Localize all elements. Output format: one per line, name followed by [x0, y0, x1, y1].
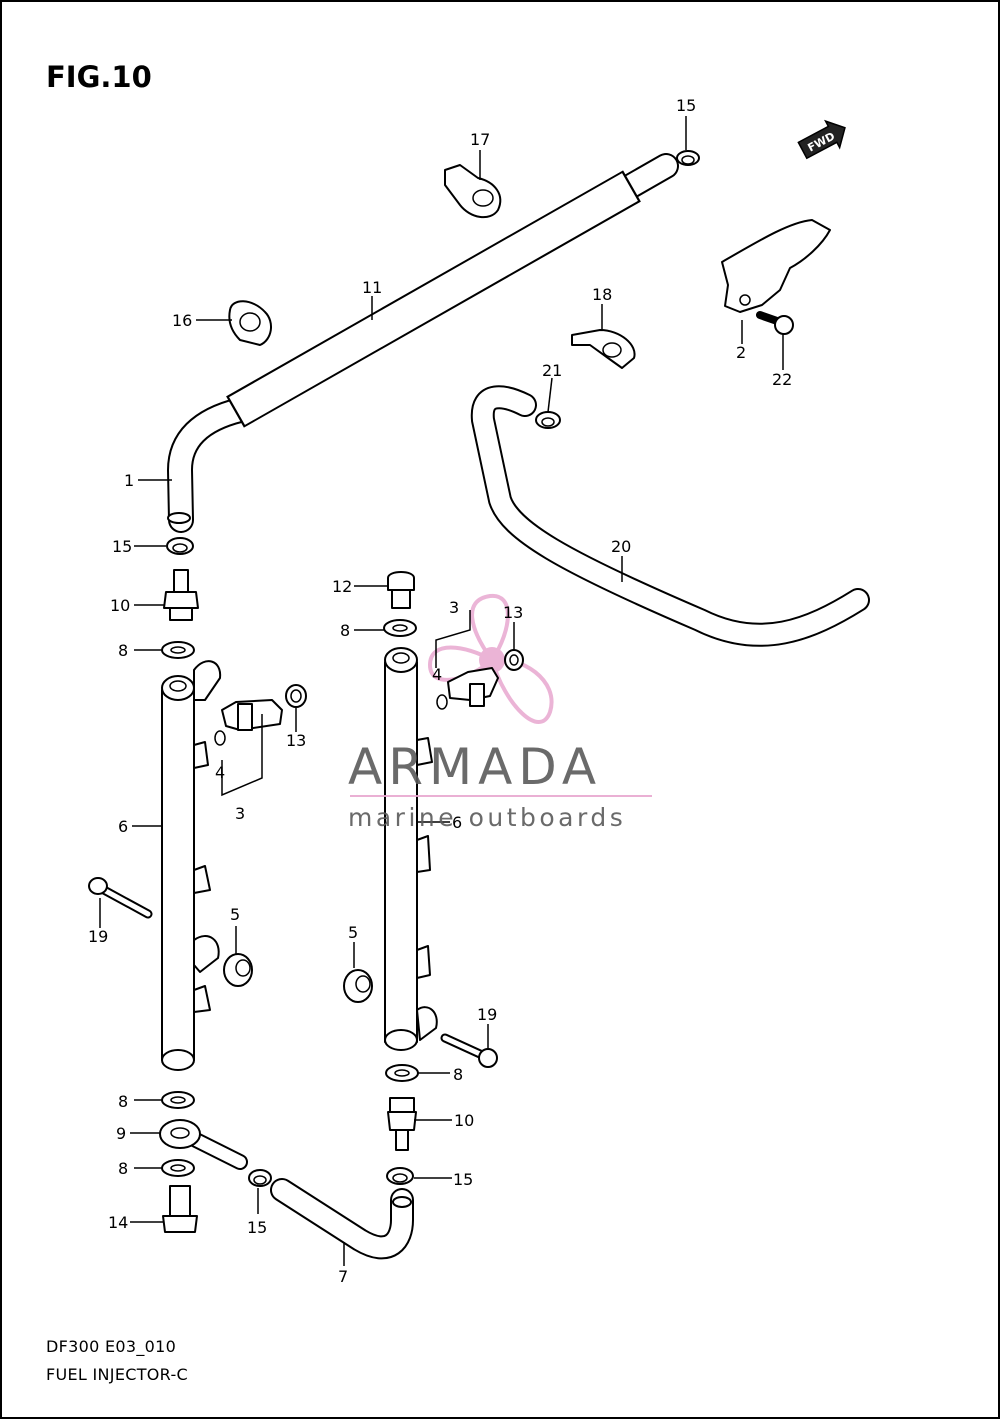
callout: 3 [449, 598, 459, 617]
callout: 7 [338, 1267, 348, 1286]
callout: 10 [110, 596, 130, 615]
bolt-19-left [88, 877, 153, 919]
callout: 5 [348, 923, 358, 942]
washer [161, 641, 195, 659]
washer [161, 1091, 195, 1109]
spacer-left [223, 953, 253, 987]
callout: 1 [124, 471, 134, 490]
injector-seal-left [285, 684, 307, 708]
callout: 8 [118, 1092, 128, 1111]
callout: 4 [215, 763, 225, 782]
fitting-top-left [163, 569, 199, 621]
callout: 8 [340, 621, 350, 640]
fuel-hose-right [470, 385, 870, 647]
leader-lines [99, 116, 784, 1266]
callout: 16 [172, 311, 192, 330]
callout: 8 [453, 1065, 463, 1084]
callout: 15 [453, 1170, 473, 1189]
hose-clamp-top-right [676, 150, 700, 166]
figure-title: FIG.10 [46, 60, 152, 94]
hose-clamp-21 [535, 411, 561, 429]
clamp-18 [571, 329, 636, 369]
banjo-fitting [159, 1119, 248, 1170]
washer [383, 619, 417, 637]
watermark: ARMADA marine outboards [348, 738, 652, 832]
callout: 11 [362, 278, 382, 297]
fuel-hose-upper [166, 153, 679, 533]
callout: 3 [235, 804, 245, 823]
bolt-19-right [440, 1033, 498, 1068]
callout: 19 [477, 1005, 497, 1024]
union-bolt-14 [162, 1185, 198, 1233]
washer [161, 1159, 195, 1177]
section-name: FUEL INJECTOR-C [46, 1365, 188, 1384]
callout: 13 [286, 731, 306, 750]
callout: 17 [470, 130, 490, 149]
callout: 12 [332, 577, 352, 596]
forward-direction-badge: FWD [797, 119, 846, 160]
hose-clamp-bottom-left [248, 1169, 272, 1187]
union-bolt-12 [387, 571, 415, 609]
callout: 20 [611, 537, 631, 556]
callout: 2 [736, 343, 746, 362]
spacer-right [343, 969, 373, 1003]
callout: 6 [118, 817, 128, 836]
callout: 18 [592, 285, 612, 304]
watermark-tagline: marine outboards [348, 803, 626, 832]
fuel-rail-left [161, 660, 222, 1071]
callout: 10 [454, 1111, 474, 1130]
callout: 8 [118, 1159, 128, 1178]
callout: 15 [112, 537, 132, 556]
callout: 15 [247, 1218, 267, 1237]
callout: 15 [676, 96, 696, 115]
callout: 5 [230, 905, 240, 924]
clamp-16 [228, 300, 272, 346]
hose-clamp-bottom-right [386, 1167, 414, 1185]
callout: 4 [432, 665, 442, 684]
bolt-22 [756, 311, 794, 335]
callout: 13 [503, 603, 523, 622]
hose-bracket [721, 219, 831, 313]
callout-labels: 15 17 11 16 18 2 22 21 1 20 15 10 12 8 8… [88, 96, 792, 1286]
callout: 6 [452, 813, 462, 832]
callout: 8 [118, 641, 128, 660]
callout: 9 [116, 1124, 126, 1143]
callout: 14 [108, 1213, 128, 1232]
fitting-bottom-right [387, 1097, 417, 1151]
washer [385, 1064, 419, 1082]
injector-seal-right [504, 649, 524, 671]
watermark-brand: ARMADA [348, 738, 602, 796]
hose-clamp-left [166, 537, 194, 555]
clamp-17 [444, 164, 502, 219]
fuel-rail-right [384, 647, 438, 1051]
model-code: DF300 E03_010 [46, 1337, 177, 1356]
callout: 22 [772, 370, 792, 389]
callout: 21 [542, 361, 562, 380]
callout: 19 [88, 927, 108, 946]
fuel-hose-bottom [270, 1178, 414, 1260]
fuel-injector-left [214, 699, 283, 746]
fuel-injector-right [436, 667, 499, 710]
